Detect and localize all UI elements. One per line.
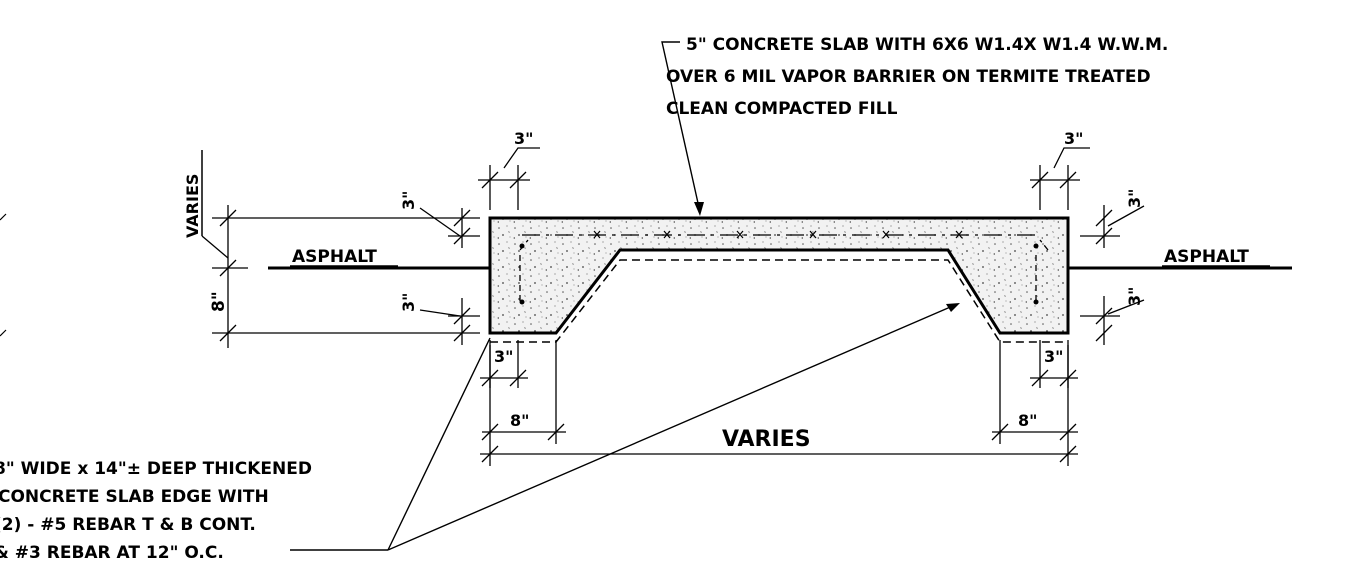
- top-left-dim: [478, 147, 540, 210]
- asphalt-label-right: ASPHALT: [1164, 247, 1249, 267]
- top-note: 5" CONCRETE SLAB WITH 6X6 W1.4X W1.4 W.W…: [666, 35, 1174, 119]
- asphalt-label-left: ASPHALT: [292, 247, 377, 267]
- dim-3in-top-right: 3": [1064, 129, 1083, 148]
- bottom-note-leaders: [290, 304, 956, 551]
- overall-varies-dim: [480, 345, 1078, 466]
- bottom-note-line-3: (2) - #5 REBAR T & B CONT.: [0, 515, 256, 535]
- dim-8in-bottom-right: 8": [1018, 411, 1037, 430]
- left-small-dims: [419, 207, 480, 345]
- leader-arrow: [946, 303, 960, 312]
- top-note-line-2: OVER 6 MIL VAPOR BARRIER ON TERMITE TREA…: [666, 67, 1151, 87]
- top-right-dim: [1030, 147, 1090, 210]
- left-vertical-dimension: [212, 205, 480, 348]
- vapor-barrier: [490, 259, 1068, 343]
- dim-3in-right-bottom: 3": [1125, 287, 1144, 306]
- right-small-dims: [1080, 205, 1145, 345]
- bottom-note-line-1: 8" WIDE x 14"± DEEP THICKENED: [0, 459, 312, 479]
- edge-marks: [0, 213, 7, 337]
- rebar-dots: [519, 243, 1039, 305]
- dim-3in-right-top: 3": [1125, 189, 1144, 208]
- dim-3in-bottom-right: 3": [1044, 347, 1063, 366]
- mesh-marks: [593, 230, 963, 239]
- bottom-note: 8" WIDE x 14"± DEEP THICKENED CONCRETE S…: [0, 459, 318, 563]
- dim-3in-top-left: 3": [514, 129, 533, 148]
- top-note-line-3: CLEAN COMPACTED FILL: [666, 99, 898, 119]
- varies-bottom-label: VARIES: [722, 427, 811, 452]
- dim-8in-bottom-left: 8": [510, 411, 529, 430]
- varies-vertical-label: VARIES: [183, 174, 202, 238]
- dim-3in-left-top: 3": [399, 191, 418, 210]
- top-note-line-1: 5" CONCRETE SLAB WITH 6X6 W1.4X W1.4 W.W…: [686, 35, 1168, 55]
- bottom-note-line-4: & #3 REBAR AT 12" O.C.: [0, 543, 224, 563]
- bottom-note-line-2: CONCRETE SLAB EDGE WITH: [0, 487, 269, 507]
- dim-8in-vertical: 8": [209, 291, 229, 312]
- dim-3in-left-bottom: 3": [399, 293, 418, 312]
- concrete-slab: [488, 216, 1070, 335]
- dim-3in-bottom-left: 3": [494, 347, 513, 366]
- top-note-leader: [661, 41, 701, 213]
